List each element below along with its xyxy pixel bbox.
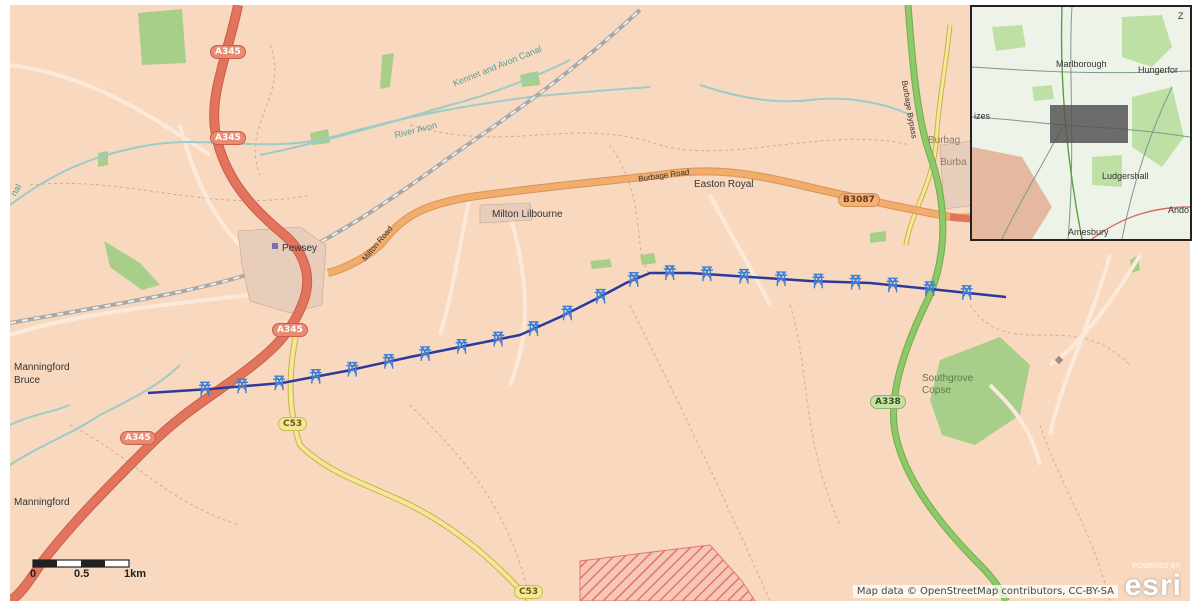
pylon-icon (527, 321, 540, 336)
pylon-icon (309, 368, 322, 384)
pylon-icon (492, 331, 505, 347)
pylon-icon (236, 378, 249, 394)
scale-tick-0: 0 (30, 568, 37, 580)
pylon-icon (594, 288, 607, 304)
footpaths (29, 44, 1131, 601)
inset-label-ludgershall: Ludgershall (1102, 171, 1149, 181)
map-attribution: Map data © OpenStreetMap contributors, C… (852, 585, 1118, 598)
scale-tick-half: 0.5 (74, 568, 90, 580)
esri-logo: POWERED BY esri (1122, 563, 1184, 601)
road-shield-c53: C53 (514, 585, 544, 599)
road-shield-b3087: B3087 (838, 193, 880, 207)
woodland-areas (98, 9, 1140, 445)
pylon-icon (960, 285, 973, 300)
pylon-icon (561, 305, 574, 321)
overview-map[interactable]: Marlborough Hungerfor izes Ludgershall A… (970, 5, 1192, 241)
road-shield-a345: A345 (272, 323, 308, 337)
place-label-burbage-2: Burba (940, 157, 967, 168)
road-shield-a338: A338 (870, 395, 906, 409)
overview-map-base (972, 7, 1190, 239)
station-marker (272, 243, 278, 249)
road-shield-a345: A345 (210, 131, 246, 145)
place-label-manningford-bruce: Manningford Bruce (14, 362, 70, 386)
esri-powered-by: POWERED BY (1132, 563, 1180, 570)
inset-label-top-right: Z (1178, 11, 1184, 21)
pylon-icon (775, 271, 788, 287)
pylon-icon (849, 274, 862, 290)
scale-bar-graphic (32, 559, 130, 568)
place-label-southgrove-copse: Southgrove Copse (922, 373, 974, 396)
pylon-icon (812, 273, 825, 289)
inset-label-andover: Ando (1168, 205, 1190, 215)
restricted-area (579, 544, 756, 601)
pylon-icon (346, 361, 359, 377)
inset-label-hungerford: Hungerfor (1138, 65, 1179, 75)
waterways (10, 59, 911, 466)
pylon-icon (419, 346, 432, 362)
power-line-route[interactable] (10, 5, 1190, 601)
pylon-icon (382, 353, 395, 369)
place-label-easton-royal: Easton Royal (694, 179, 754, 190)
built-up-areas (237, 140, 977, 314)
place-label-burbage-1: Burbag (928, 135, 961, 146)
pylon-icon (455, 338, 468, 354)
inset-label-devizes: izes (974, 111, 991, 121)
pylon-icon (923, 281, 936, 297)
place-label-manningford: Manningford (14, 497, 70, 508)
place-label-pewsey: Pewsey (282, 243, 318, 254)
inset-label-marlborough: Marlborough (1056, 59, 1107, 69)
road-shield-a345: A345 (210, 45, 246, 59)
road-shield-a345: A345 (120, 431, 156, 445)
pylon-icon (700, 266, 713, 282)
pylon-icon (627, 272, 640, 287)
inset-label-amesbury: Amesbury (1068, 227, 1109, 237)
pylon-group (198, 265, 973, 397)
scale-tick-1km: 1km (124, 568, 147, 580)
pylon-icon (198, 381, 211, 397)
overview-extent-box (1050, 105, 1128, 143)
place-label-milton-lilbourne: Milton Lilbourne (492, 209, 563, 220)
railway (10, 8, 642, 325)
esri-wordmark: esri (1124, 569, 1182, 601)
pylon-icon (738, 268, 751, 284)
road-shield-c53: C53 (278, 417, 308, 431)
pylon-icon (273, 375, 286, 391)
pylon-icon (886, 277, 899, 293)
minor-roads (10, 63, 1142, 466)
pylon-icon (663, 265, 676, 281)
